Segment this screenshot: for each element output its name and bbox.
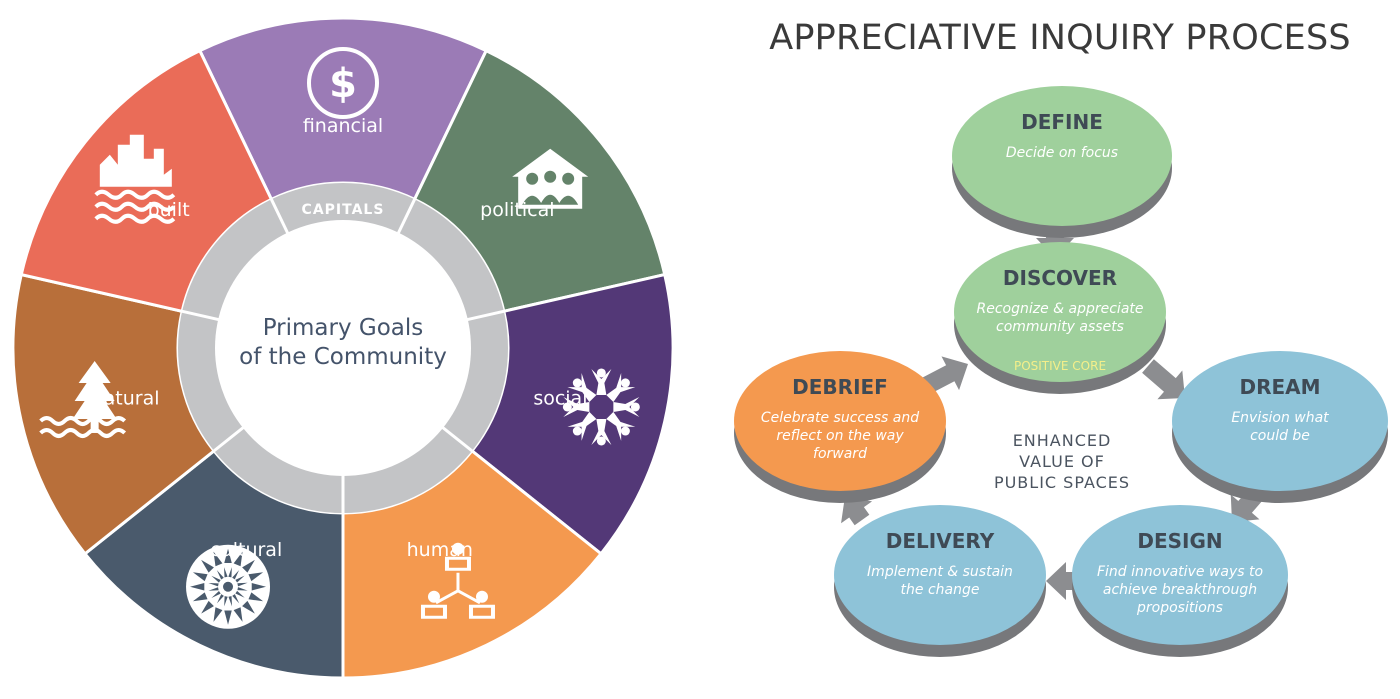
- stage-desc-design: propositions: [1136, 600, 1223, 616]
- stage-desc-design: achieve breakthrough: [1103, 582, 1257, 598]
- stage-desc-discover: community assets: [996, 319, 1124, 335]
- wheel-label-cultural: cultural: [210, 539, 282, 561]
- stage-delivery: DELIVERY Implement & sustain the change: [834, 505, 1046, 657]
- flow-arrow: [841, 496, 873, 526]
- stage-desc-dream: Envision what: [1231, 410, 1329, 426]
- cycle-center-text: ENHANCED: [1013, 431, 1112, 450]
- stage-design: DESIGN Find innovative ways to achieve bre…: [1072, 505, 1288, 657]
- people-network-icon: [420, 542, 495, 619]
- ring-divider: [440, 425, 474, 453]
- svg-text:$: $: [329, 61, 357, 107]
- stage-discover: DISCOVER Recognize & appreciate community …: [954, 242, 1166, 394]
- center-title-line1: Primary Goals: [263, 315, 424, 341]
- stage-title-debrief: DEBRIEF: [792, 375, 888, 399]
- house-community-icon: [512, 148, 589, 209]
- wheel-label-natural: natural: [92, 388, 160, 410]
- ring-divider: [180, 309, 221, 322]
- stage-desc-debrief: forward: [813, 446, 867, 462]
- stage-dream: DREAM Envision what could be: [1172, 351, 1388, 503]
- stage-title-delivery: DELIVERY: [886, 529, 995, 553]
- wheel-center: [215, 220, 471, 476]
- wheel-label-human: human: [407, 539, 473, 561]
- flow-arrow: [1142, 359, 1185, 400]
- cycle-center-text: VALUE OF: [1019, 452, 1105, 471]
- stage-title-define: DEFINE: [1021, 110, 1103, 134]
- ring-divider: [465, 309, 506, 322]
- tree-water-icon: [39, 360, 127, 438]
- stage-debrief: DEBRIEF Celebrate success and reflect on t…: [734, 351, 946, 503]
- center-title-line2: of the Community: [239, 344, 447, 370]
- ring-divider: [269, 197, 290, 236]
- cycle-center-text: PUBLIC SPACES: [994, 473, 1130, 492]
- ring-divider: [212, 425, 246, 453]
- stage-desc-debrief: reflect on the way: [776, 428, 904, 444]
- stage-desc-discover: Recognize & appreciate: [976, 301, 1143, 317]
- dollar-icon: $: [307, 47, 379, 119]
- stage-desc-define: Decide on focus: [1006, 145, 1118, 161]
- inquiry-title: APPRECIATIVE INQUIRY PROCESS: [769, 18, 1351, 58]
- flow-arrow: [1046, 562, 1082, 600]
- stage-title-dream: DREAM: [1239, 375, 1320, 399]
- wheel-label-social: social: [533, 388, 587, 410]
- stage-title-discover: DISCOVER: [1003, 266, 1117, 290]
- stage-desc-debrief: Celebrate success and: [761, 410, 919, 426]
- stage-desc-delivery: Implement & sustain: [867, 564, 1013, 580]
- stage-title-design: DESIGN: [1137, 529, 1222, 553]
- stage-desc-design: Find innovative ways to: [1097, 564, 1263, 580]
- people-circle-icon: [562, 368, 640, 446]
- wheel-label-built: built: [148, 199, 190, 221]
- capitals-label: CAPITALS: [302, 202, 385, 218]
- positive-core-label: POSITIVE CORE: [1014, 359, 1106, 373]
- stage-desc-delivery: the change: [901, 582, 980, 598]
- capitals-wheel: $ financial political social human cultural na…: [11, 16, 675, 680]
- wheel-label-political: political: [480, 199, 554, 221]
- city-water-icon: [94, 134, 176, 224]
- mandala-icon: [186, 544, 271, 629]
- ring-divider: [396, 197, 417, 236]
- wheel-label-financial: financial: [303, 115, 383, 137]
- stage-desc-dream: could be: [1250, 428, 1310, 444]
- stage-define: DEFINE Decide on focus: [952, 86, 1172, 238]
